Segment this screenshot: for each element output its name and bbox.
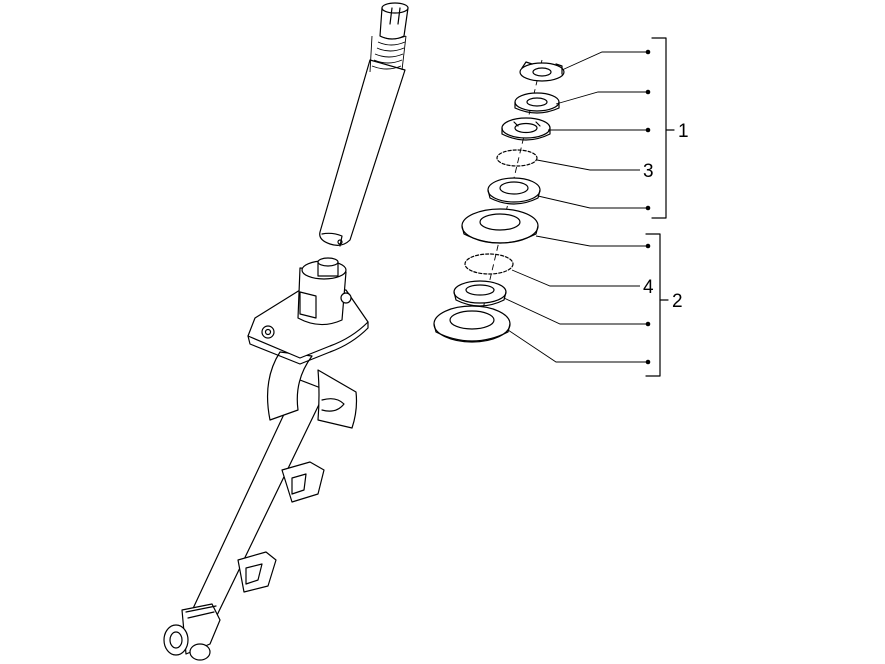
lower-large-cup bbox=[433, 305, 511, 343]
group-bracket-2 bbox=[645, 233, 669, 377]
fork-assembly bbox=[163, 257, 369, 661]
leader-dots bbox=[645, 49, 651, 365]
ring-nut bbox=[514, 92, 560, 114]
lower-cone bbox=[453, 280, 507, 307]
ball-cage-upper bbox=[496, 149, 538, 167]
part-3-label: 3 bbox=[643, 161, 654, 182]
group-bracket-1 bbox=[651, 37, 675, 219]
group-1-label: 1 bbox=[678, 121, 689, 142]
upper-cup bbox=[487, 177, 541, 205]
ball-cage-lower bbox=[464, 253, 514, 275]
part-4-label: 4 bbox=[643, 277, 654, 298]
upper-cone bbox=[501, 117, 551, 141]
group-2-label: 2 bbox=[672, 291, 683, 312]
large-cup bbox=[461, 208, 539, 244]
bearing-stack bbox=[433, 59, 565, 343]
steering-tube bbox=[319, 2, 409, 247]
leader-lines bbox=[503, 51, 648, 363]
lock-washer bbox=[519, 61, 565, 82]
